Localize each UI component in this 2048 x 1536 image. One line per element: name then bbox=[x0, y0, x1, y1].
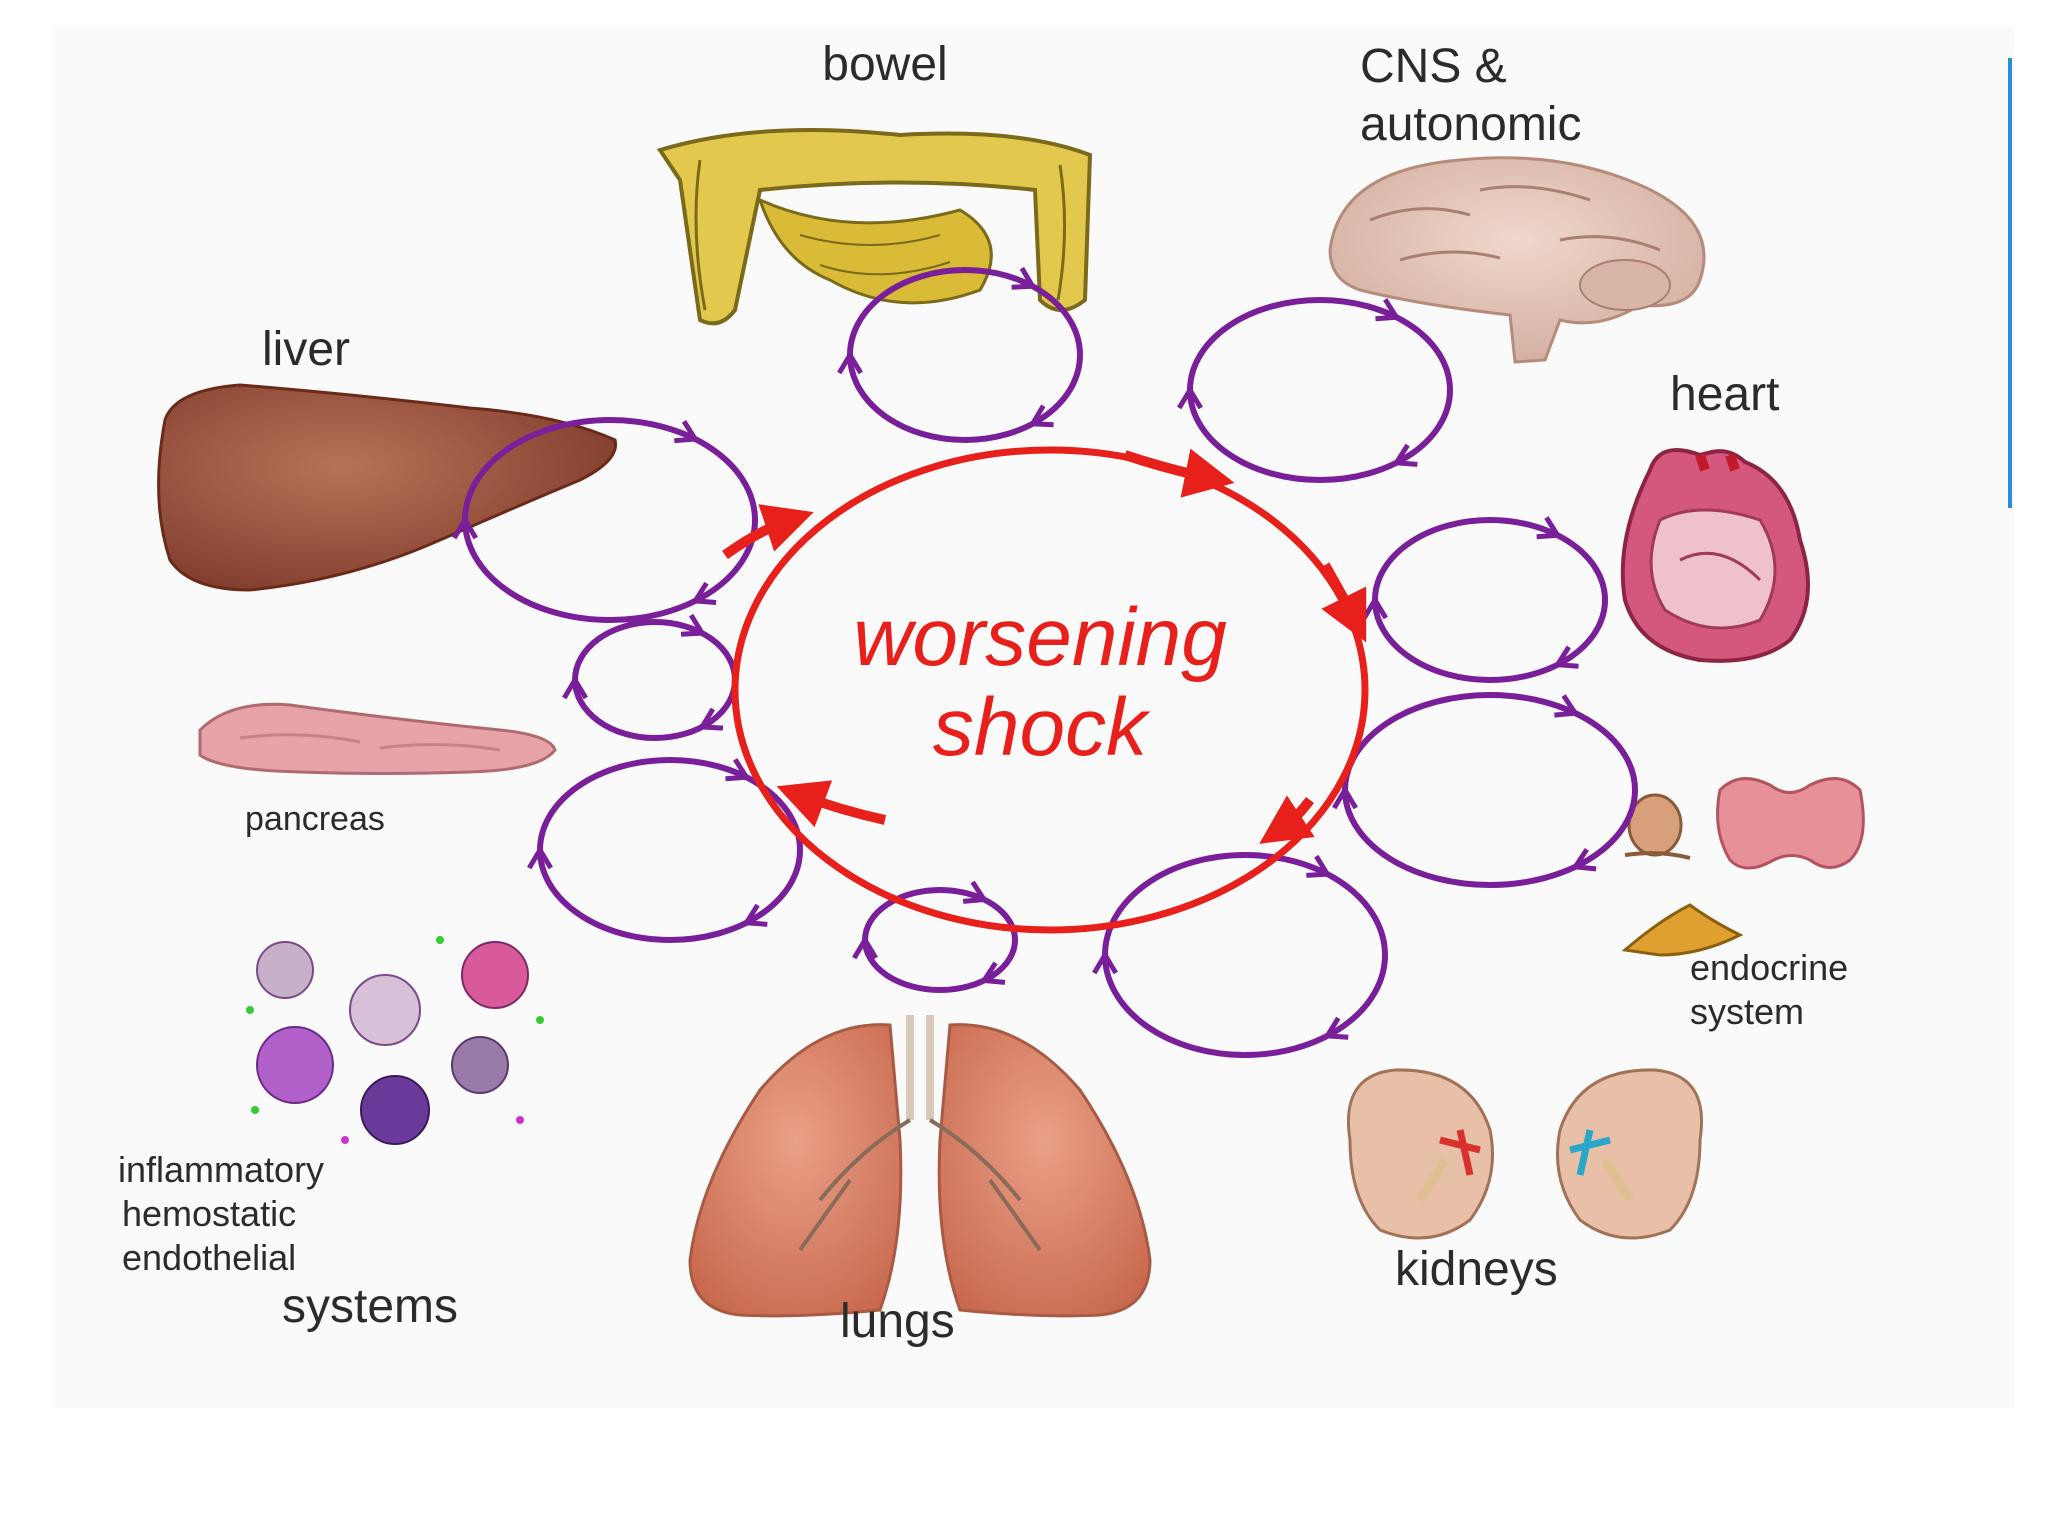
worsening-shock-cycle bbox=[722, 446, 1369, 934]
loop-liver-arrow-2 bbox=[452, 515, 478, 540]
red-cycle-arrow-bottom-left bbox=[776, 780, 887, 828]
loop-bowel-arrow-2 bbox=[837, 350, 863, 375]
blood-cells-illustration bbox=[246, 936, 544, 1145]
loop-liver-arrow-1 bbox=[690, 581, 717, 605]
loop-systems-arrow-1 bbox=[742, 903, 768, 927]
brain-illustration bbox=[1328, 156, 1706, 364]
red-cycle-arrow-right bbox=[1320, 562, 1367, 643]
loop-lungs-arrow-2 bbox=[852, 935, 878, 960]
loop-kidneys bbox=[1102, 852, 1388, 1058]
label-endocrine-line1: endocrine bbox=[1690, 947, 1848, 988]
slide-edge-accent bbox=[2008, 58, 2012, 508]
bowel-illustration bbox=[656, 128, 1093, 326]
label-endocrine-line2: system bbox=[1690, 991, 1804, 1032]
loop-heart bbox=[1372, 517, 1608, 683]
kidneys-illustration bbox=[1347, 1068, 1703, 1240]
loop-pancreas-arrow-2 bbox=[562, 675, 588, 700]
label-liver: liver bbox=[262, 323, 350, 376]
red-cycle-ring bbox=[731, 446, 1369, 934]
loop-heart-arrow-2 bbox=[1362, 595, 1388, 620]
loop-pancreas-arrow-3 bbox=[680, 613, 707, 637]
red-cycle-arrow-bottom-right bbox=[1259, 795, 1315, 844]
label-lungs: lungs bbox=[840, 1295, 955, 1348]
label-pancreas: pancreas bbox=[245, 800, 385, 838]
label-bowel: bowel bbox=[822, 38, 947, 91]
loop-lungs bbox=[862, 887, 1018, 993]
red-cycle-arrow-left bbox=[722, 504, 814, 560]
loop-cns-arrow-2 bbox=[1177, 385, 1203, 410]
loop-systems-arrow-3 bbox=[725, 758, 751, 782]
loop-cns bbox=[1187, 297, 1453, 483]
loop-lungs-arrow-3 bbox=[962, 880, 989, 904]
loop-cns-arrow-3 bbox=[1375, 298, 1401, 322]
label-cns-line1: CNS & bbox=[1360, 40, 1507, 93]
loop-liver-arrow-3 bbox=[674, 420, 700, 444]
loop-heart-arrow-3 bbox=[1536, 516, 1562, 540]
label-cns-line2: autonomic bbox=[1360, 98, 1581, 151]
loop-bowel-arrow-1 bbox=[1028, 404, 1054, 428]
label-systems-line2: hemostatic bbox=[122, 1193, 296, 1234]
loop-endocrine-arrow-3 bbox=[1554, 694, 1580, 718]
label-systems-line1: inflammatory bbox=[118, 1149, 324, 1190]
label-heart: heart bbox=[1670, 368, 1779, 421]
loop-pancreas-arrow-1 bbox=[697, 707, 724, 731]
loop-kidneys-arrow-2 bbox=[1092, 950, 1118, 975]
center-label-line2: shock bbox=[933, 682, 1151, 773]
heart-illustration bbox=[1620, 448, 1810, 663]
label-systems-line3: endothelial bbox=[122, 1237, 296, 1278]
endocrine-illustration bbox=[1621, 777, 1865, 957]
pancreas-illustration bbox=[198, 702, 557, 775]
label-kidneys: kidneys bbox=[1395, 1243, 1558, 1296]
red-cycle-arrow-top bbox=[1123, 448, 1235, 498]
label-systems-line4: systems bbox=[282, 1280, 458, 1333]
loop-heart-arrow-1 bbox=[1553, 645, 1579, 669]
loop-endocrine-arrow-1 bbox=[1570, 847, 1597, 872]
loop-systems-arrow-2 bbox=[527, 845, 553, 870]
loop-kidneys-arrow-1 bbox=[1322, 1016, 1349, 1040]
feedback-loops bbox=[452, 266, 1638, 1058]
loop-pancreas bbox=[572, 619, 738, 741]
loop-kidneys-arrow-3 bbox=[1306, 854, 1332, 878]
loop-endocrine-arrow-2 bbox=[1332, 785, 1358, 810]
center-label-line1: worsening bbox=[853, 592, 1227, 683]
loop-bowel-arrow-3 bbox=[1011, 266, 1037, 290]
loop-lungs-arrow-1 bbox=[979, 961, 1006, 985]
lungs-illustration bbox=[688, 1015, 1152, 1318]
loop-endocrine bbox=[1342, 692, 1638, 888]
loop-cns-arrow-1 bbox=[1392, 443, 1418, 467]
liver-illustration bbox=[157, 383, 618, 592]
